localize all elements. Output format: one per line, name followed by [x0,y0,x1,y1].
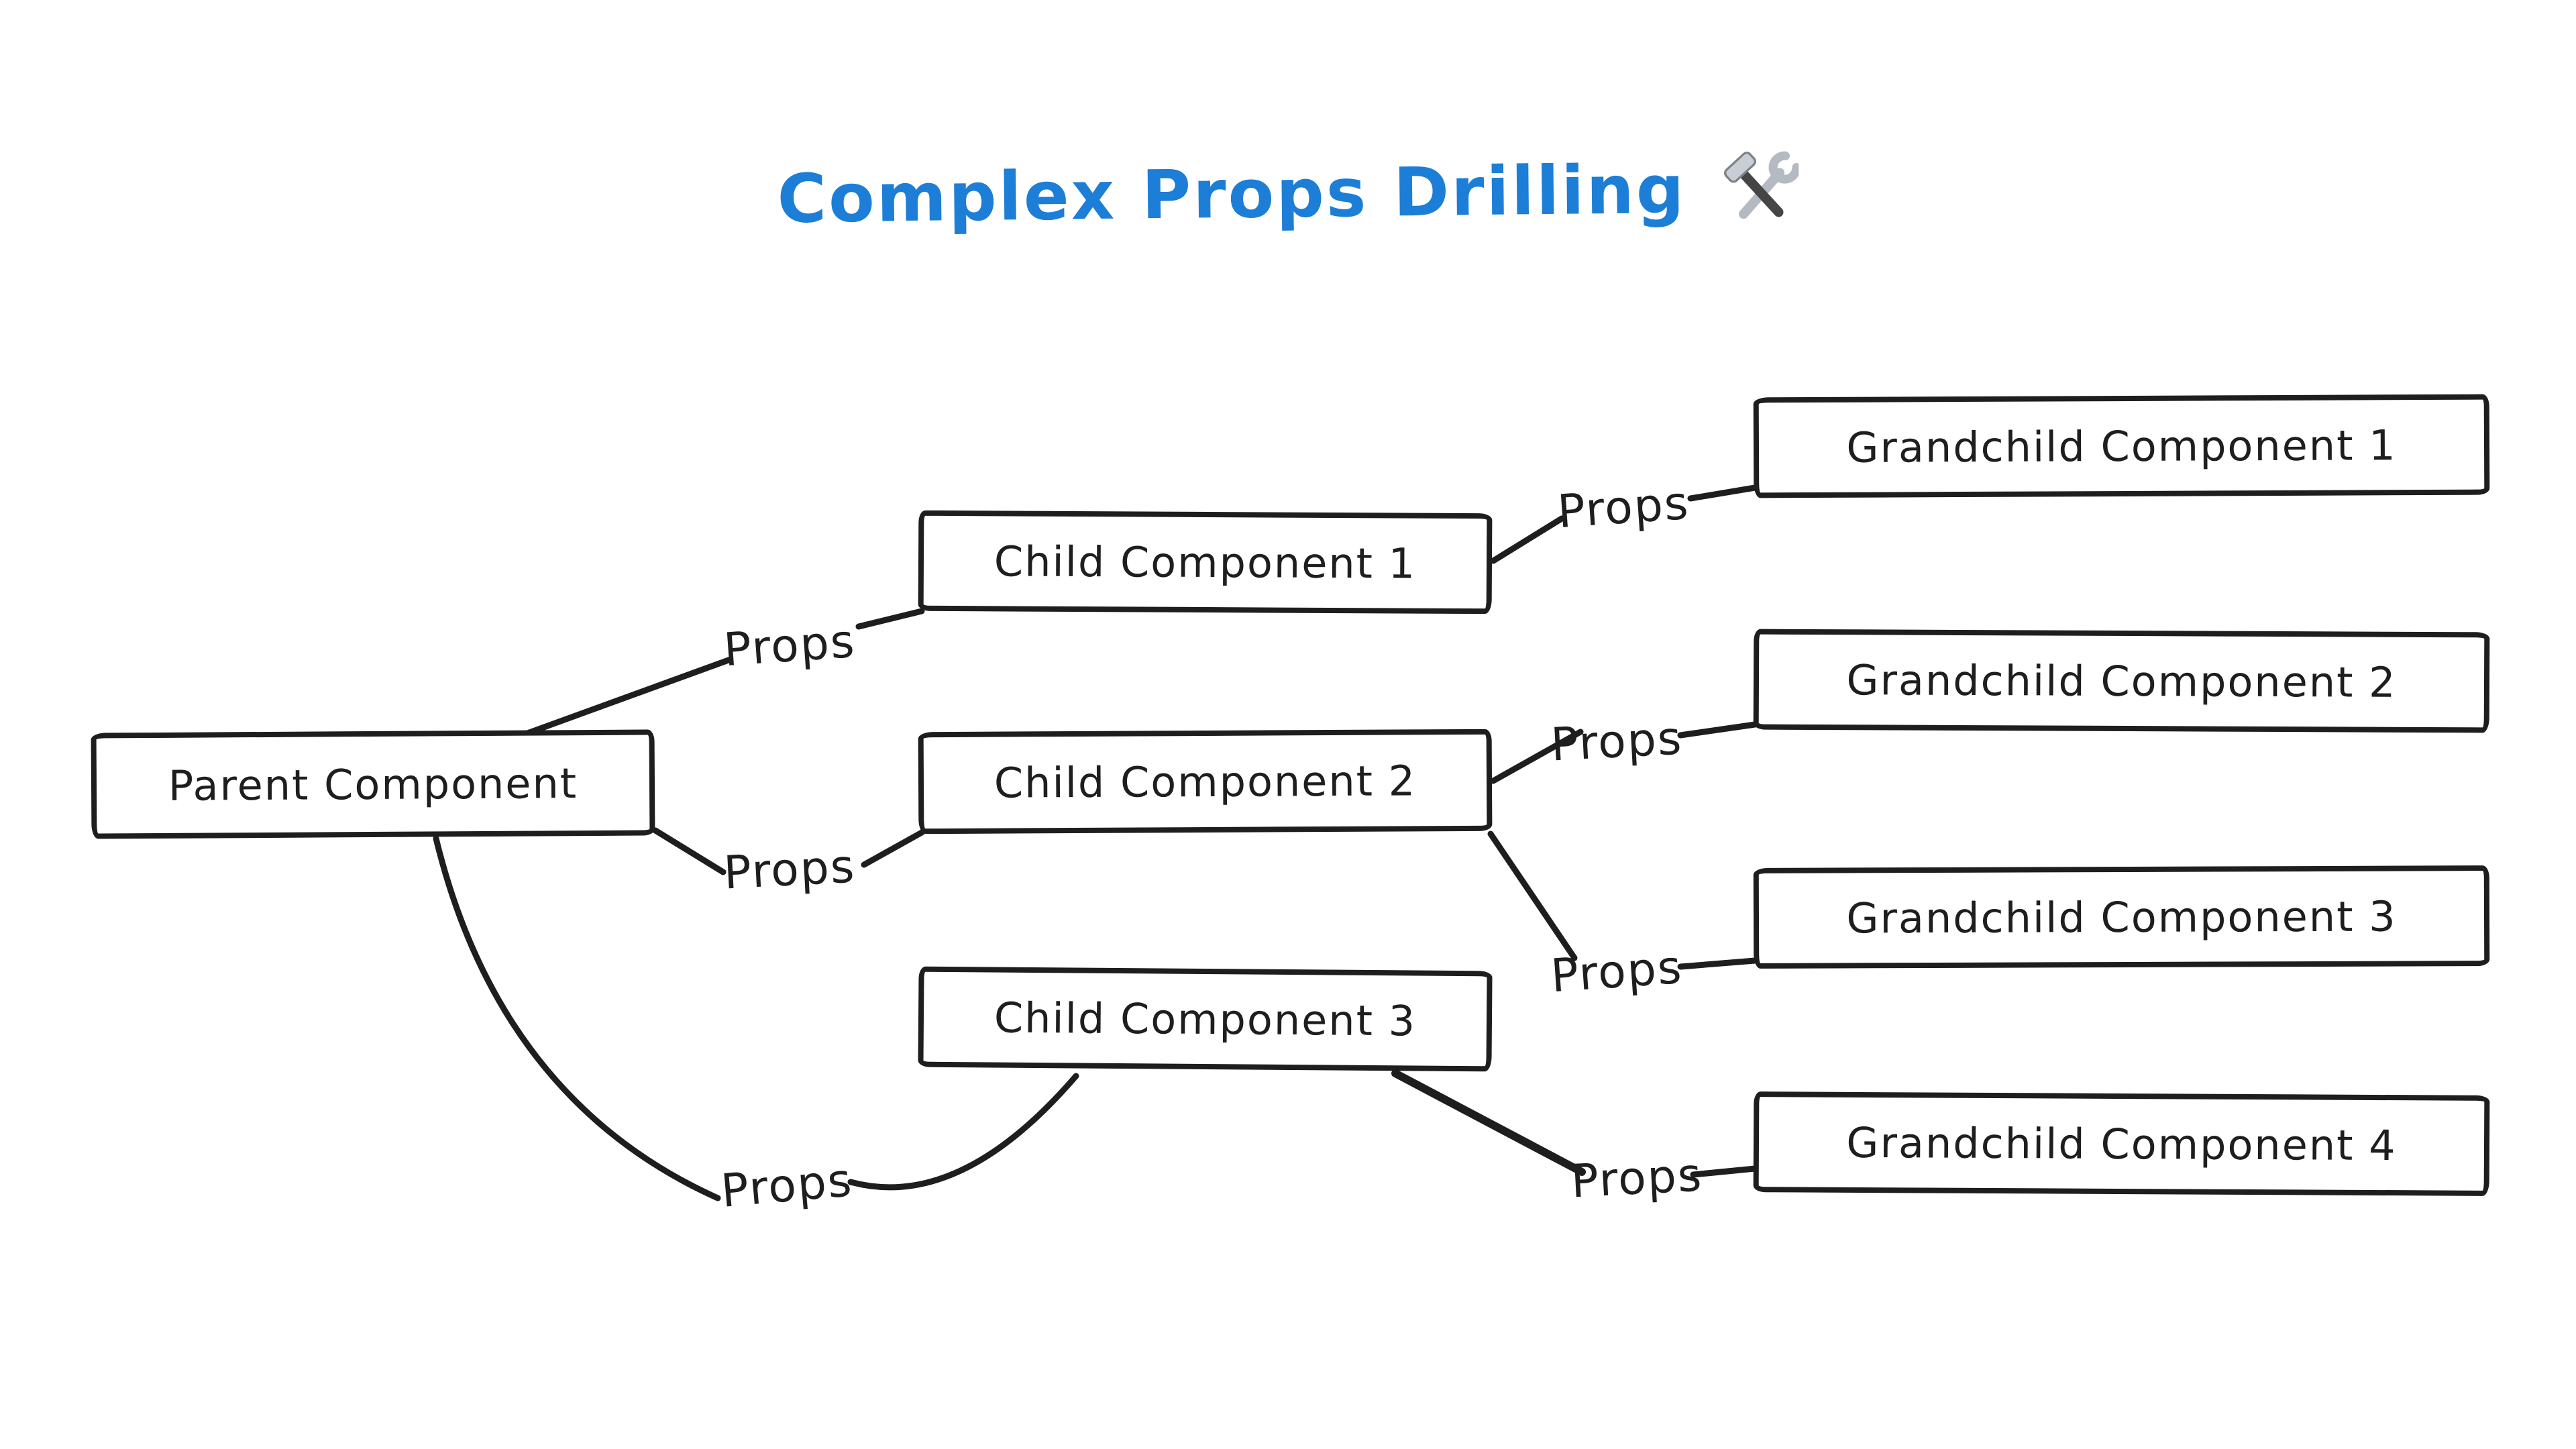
node-grandchild-component-4[interactable]: Grandchild Component 4 [1753,1091,2490,1196]
edge-child1-to-props4 [1490,515,1565,564]
node-label: Child Component 3 [994,993,1417,1045]
edge-props2-to-child2 [861,829,925,868]
edge-parent-to-props3 [433,835,721,1201]
title-text: Complex Props Drilling [777,150,1686,238]
node-grandchild-component-3[interactable]: Grandchild Component 3 [1753,865,2490,969]
edge-label-props-child1-grandchild1[interactable]: Props [1556,476,1691,539]
edge-child2-to-props6 [1487,830,1578,961]
edge-label-props-child2-grandchild2[interactable]: Props [1549,712,1684,772]
edge-label-props-parent-child2[interactable]: Props [722,840,857,900]
node-label: Grandchild Component 3 [1846,892,2397,943]
edge-label-props-child3-grandchild4[interactable]: Props [1569,1148,1705,1209]
edge-props4-to-grandchild1 [1687,484,1758,502]
edge-parent-to-props1 [519,657,732,739]
node-grandchild-component-1[interactable]: Grandchild Component 1 [1753,394,2490,498]
edge-child2-to-props5 [1490,729,1584,784]
node-parent-component[interactable]: Parent Component [91,729,655,839]
node-grandchild-component-2[interactable]: Grandchild Component 2 [1753,629,2490,733]
node-label: Child Component 2 [994,755,1417,808]
node-label: Grandchild Component 2 [1846,655,2397,707]
node-child-component-2[interactable]: Child Component 2 [918,729,1493,835]
diagram-title: Complex Props Drilling [777,148,1799,239]
node-label: Child Component 1 [994,536,1417,588]
node-label: Grandchild Component 4 [1846,1118,2397,1170]
edge-label-props-child2-grandchild3[interactable]: Props [1549,941,1684,1004]
edge-props7-to-grandchild4 [1690,1165,1758,1178]
node-child-component-3[interactable]: Child Component 3 [918,966,1493,1072]
edge-props1-to-child1 [855,608,925,630]
edge-label-props-parent-child1[interactable]: Props [722,614,857,678]
hammer-and-wrench-icon [1723,151,1799,219]
edge-props6-to-grandchild3 [1677,957,1758,970]
edge-props5-to-grandchild2 [1677,721,1758,739]
edge-child3-to-props7 [1391,1069,1586,1176]
node-label: Grandchild Component 1 [1846,420,2397,472]
edge-parent-to-props2 [652,827,727,875]
edge-props3-to-child3 [847,1073,1079,1191]
node-child-component-1[interactable]: Child Component 1 [918,510,1493,614]
node-label: Parent Component [168,758,578,810]
